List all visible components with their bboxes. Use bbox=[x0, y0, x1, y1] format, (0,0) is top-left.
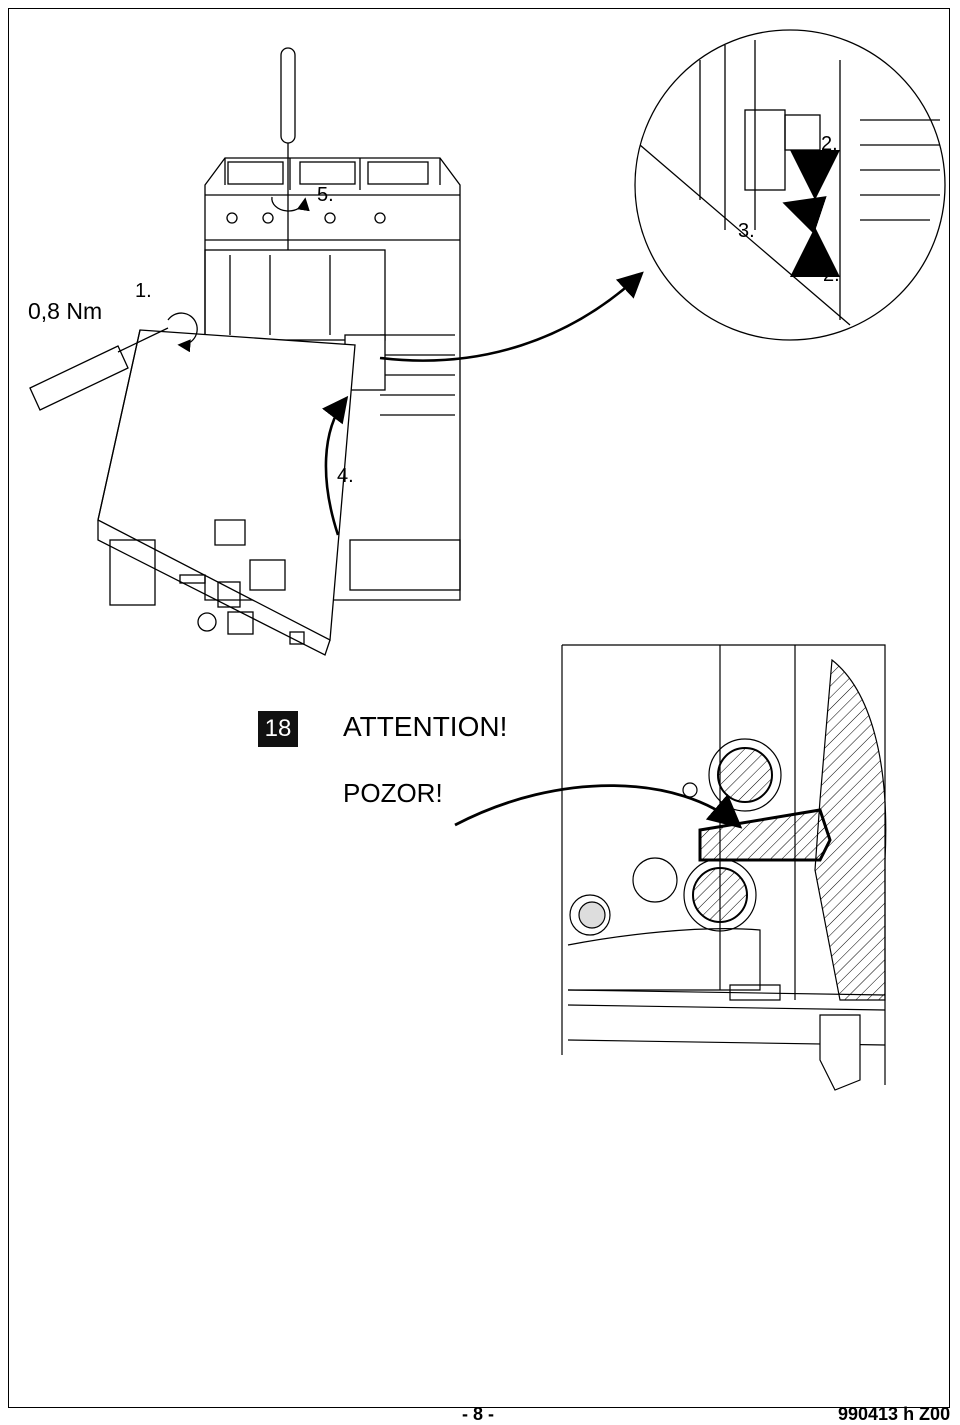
attention-heading: ATTENTION! bbox=[343, 711, 508, 742]
step-4-label: 4. bbox=[337, 465, 354, 487]
document-code: 990413 h Z00 bbox=[838, 1404, 951, 1424]
step-1-label: 1. bbox=[135, 280, 152, 302]
page-number: - 8 - bbox=[462, 1404, 495, 1424]
step-5-label: 5. bbox=[317, 184, 334, 206]
step-2-bottom-label: 2. bbox=[823, 264, 840, 286]
step-2-top-label: 2. bbox=[821, 133, 838, 155]
figure-number-badge: 18 bbox=[258, 711, 298, 747]
torque-label: 0,8 Nm bbox=[28, 298, 103, 324]
step-3-label: 3. bbox=[738, 220, 755, 242]
page-frame bbox=[8, 8, 950, 1408]
pozor-heading: POZOR! bbox=[343, 778, 443, 808]
assembly-illustration bbox=[29, 29, 946, 656]
